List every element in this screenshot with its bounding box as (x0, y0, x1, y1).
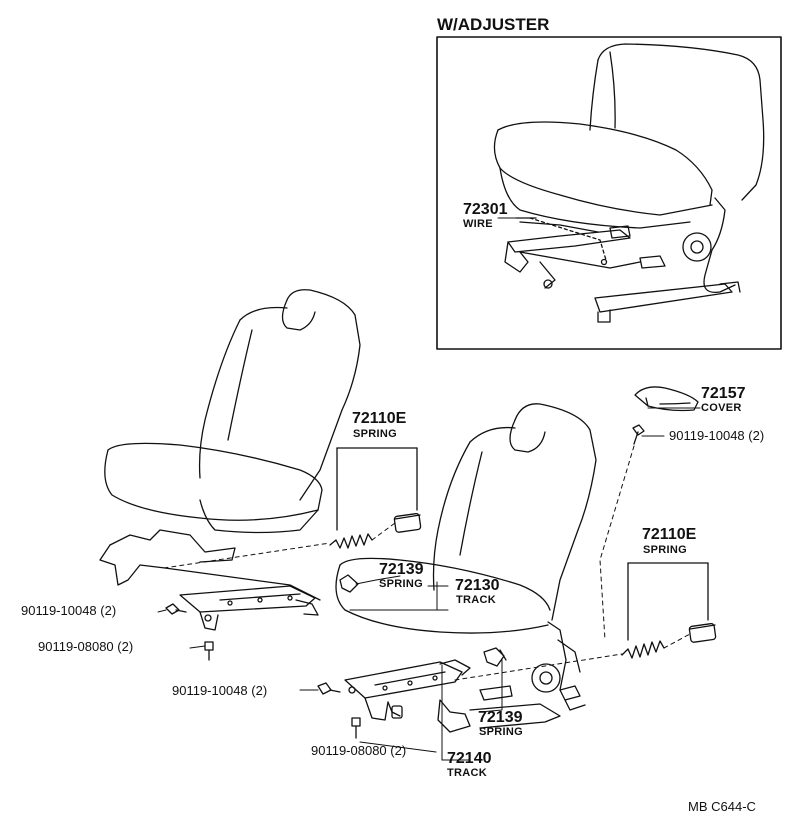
inset-title: W/ADJUSTER (437, 15, 550, 34)
footer-code: MB C644-C (688, 799, 756, 814)
left-track-72130 (179, 574, 359, 631)
hardware-bolt-cover: 90119-10048 (2) (669, 428, 765, 443)
part-name-track-72140: TRACK (447, 767, 487, 779)
part-number-72140: 72140 (447, 750, 492, 767)
part-number-72110E-right: 72110E (642, 526, 697, 543)
part-number-72157: 72157 (701, 385, 746, 402)
part-number-72139-lower: 72139 (478, 709, 523, 726)
hardware-bolt-right-2: 90119-08080 (2) (311, 743, 407, 758)
part-name-track-72130: TRACK (456, 594, 496, 606)
hardware-bolt-left-1: 90119-10048 (2) (21, 603, 117, 618)
part-number-72130: 72130 (455, 577, 500, 594)
hardware-bolt-left-2: 90119-08080 (2) (38, 639, 134, 654)
part-name-wire: WIRE (463, 218, 493, 230)
inset-seat-illustration (493, 43, 765, 323)
part-name-spring-lower: SPRING (479, 726, 523, 738)
part-name-spring-right: SPRING (643, 544, 687, 556)
part-number-72139-upper: 72139 (379, 561, 424, 578)
cover-72157 (634, 386, 699, 412)
right-spring-72110E (621, 562, 717, 659)
part-number-72110E-left: 72110E (352, 410, 407, 427)
part-number-72301: 72301 (463, 201, 508, 218)
assembly-lines (163, 445, 691, 681)
hardware-bolt-right-1: 90119-10048 (2) (172, 683, 268, 698)
leader-lines (157, 217, 701, 761)
part-name-cover: COVER (701, 402, 742, 414)
part-name-spring-left: SPRING (353, 428, 397, 440)
bolts (165, 424, 645, 739)
right-seat-illustration (335, 403, 597, 733)
inset-frame (436, 36, 782, 350)
part-name-spring-upper: SPRING (379, 578, 423, 590)
left-seat-illustration (99, 289, 361, 601)
left-spring-72110E (329, 447, 422, 549)
right-track-72140 (344, 647, 507, 721)
